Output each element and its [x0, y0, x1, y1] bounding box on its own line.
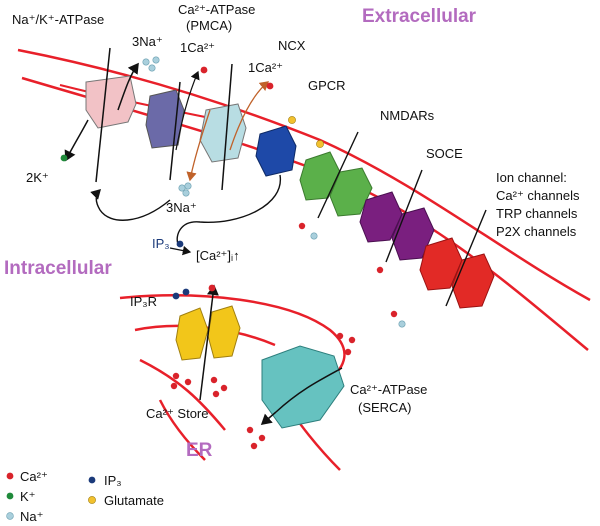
gpcr-receptor [255, 125, 297, 177]
legend-glutamate-label: Glutamate [104, 493, 164, 508]
label-3na-top: 3Na⁺ [132, 34, 163, 49]
region-er: ER [186, 440, 213, 461]
label-ion-channel-1: Ion channel: [496, 170, 567, 185]
ncx-ca-out-arrow [229, 81, 270, 151]
legend: Ca²⁺ K⁺ Na⁺ IP₃ Glutamate [6, 469, 164, 524]
label-na-k-atpase: Na⁺/K⁺-ATPase [12, 12, 104, 27]
label-1ca-pmca: 1Ca²⁺ [180, 40, 215, 55]
na-k-atpase-pump [85, 75, 137, 129]
ion-dots [60, 56, 406, 450]
ip3-to-ca-arrow [169, 245, 192, 256]
legend-glutamate-swatch [88, 496, 96, 504]
legend-k-label: K⁺ [20, 489, 36, 504]
label-ion-channel-4: P2X channels [496, 224, 577, 239]
legend-na-swatch [6, 512, 14, 520]
legend-ca-label: Ca²⁺ [20, 469, 48, 484]
label-ion-channel-3: TRP channels [496, 206, 578, 221]
label-soce: SOCE [426, 146, 463, 161]
label-ip3: IP₃ [152, 236, 170, 251]
ion-channel [419, 209, 495, 309]
label-pmca-line2: (PMCA) [186, 18, 232, 33]
region-intracellular: Intracellular [4, 258, 112, 279]
label-serca-line1: Ca²⁺-ATPase [350, 382, 427, 397]
gpcr-signal-line [176, 174, 281, 245]
ncx-exchanger [199, 103, 247, 163]
label-serca-line2: (SERCA) [358, 400, 411, 415]
soce-channel [359, 169, 435, 263]
k-in-arrow [64, 119, 89, 162]
serca-pump [260, 345, 345, 429]
label-ion-channel-2: Ca²⁺ channels [496, 188, 580, 203]
ncx-na-in-arrow [186, 109, 211, 182]
legend-ip3-swatch [88, 476, 96, 484]
ncx-axis [221, 63, 233, 191]
label-gpcr: GPCR [308, 78, 346, 93]
legend-k-swatch [6, 492, 14, 500]
label-ip3r: IP₃R [130, 294, 157, 309]
na-k-atpase-axis [95, 47, 111, 183]
region-extracellular: Extracellular [362, 6, 477, 27]
label-ca-store: Ca²⁺ Store [146, 406, 209, 421]
label-ca-rise: [Ca²⁺]ᵢ↑ [196, 248, 240, 263]
na-out-arrow [117, 62, 139, 111]
label-2k: 2K⁺ [26, 170, 49, 185]
pmca-ca-out-arrow [175, 70, 200, 151]
label-3na-bottom: 3Na⁺ [166, 200, 197, 215]
nmdar-channel [299, 131, 373, 219]
label-pmca-line1: Ca²⁺-ATPase [178, 2, 255, 17]
label-nmdars: NMDARs [380, 108, 435, 123]
legend-ip3-label: IP₃ [104, 473, 122, 488]
legend-ca-swatch [6, 472, 14, 480]
legend-na-label: Na⁺ [20, 509, 43, 524]
label-ncx: NCX [278, 38, 306, 53]
pmca-axis [169, 81, 181, 181]
feedback-arrow [90, 189, 171, 221]
ip3-receptor [175, 284, 241, 401]
label-1ca-ncx: 1Ca²⁺ [248, 60, 283, 75]
